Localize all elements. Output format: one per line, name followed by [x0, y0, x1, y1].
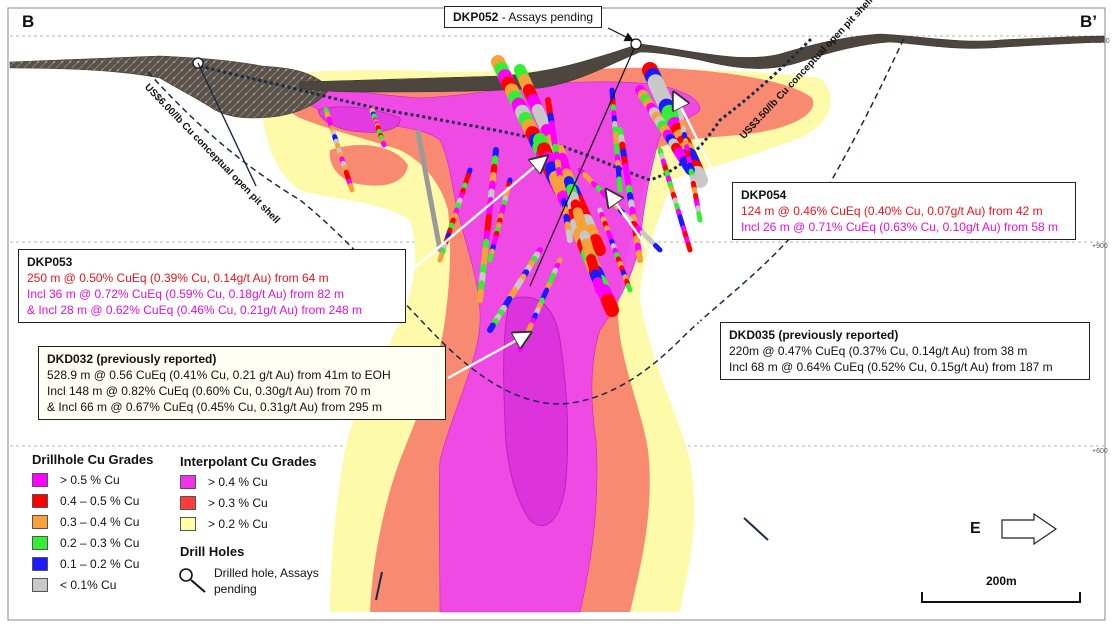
legend-interpolant-item: > 0.3 % Cu	[180, 495, 268, 511]
dkp054-title: DKP054	[741, 188, 787, 202]
legend-swatch	[180, 475, 196, 489]
section-label-left: B	[22, 12, 35, 31]
drillhole-segment	[437, 252, 445, 263]
leader-dkd032	[447, 334, 528, 380]
dkp054-line-1: 124 m @ 0.46% CuEq (0.40% Cu, 0.07g/t Au…	[741, 204, 1043, 218]
drillhole-segment	[592, 277, 605, 295]
drillhole-segment	[601, 293, 619, 317]
dkp053-line-2: Incl 36 m @ 0.72% CuEq (0.59% Cu, 0.18g/…	[27, 287, 344, 301]
drillhole-segment	[653, 243, 663, 253]
legend-label: < 0.1% Cu	[60, 578, 117, 592]
dkp052-collar	[630, 38, 642, 50]
legend-label: 0.2 – 0.3 % Cu	[60, 536, 140, 550]
dkd032-line-1: 528.9 m @ 0.56 CuEq (0.41% Cu, 0.21 g/t …	[47, 368, 391, 382]
legend-label: > 0.3 % Cu	[208, 496, 268, 510]
drillhole-segment	[348, 183, 355, 193]
drillhole-segment	[689, 165, 708, 188]
legend-drillhole-title: Drillhole Cu Grades	[32, 452, 154, 467]
drillhole-segment	[380, 140, 387, 148]
drillhole-segment	[487, 253, 494, 263]
legend-drillhole-item: > 0.5 % Cu	[32, 472, 120, 488]
magnifier-icon	[179, 568, 206, 593]
elevation-label-900: +900	[1092, 243, 1108, 250]
dkp052-trace	[529, 43, 637, 287]
drillhole-segment	[625, 283, 633, 293]
drill-segment-south	[375, 571, 383, 601]
leader-dkd035	[608, 192, 719, 349]
legend-swatch	[32, 515, 48, 529]
dkd035-callout: DKD035 (previously reported) 220m @ 0.47…	[720, 322, 1090, 380]
dkp053-line-1: 250 m @ 0.50% CuEq (0.39% Cu, 0.14g/t Au…	[27, 271, 329, 285]
legend-interpolant-item: > 0.2 % Cu	[180, 516, 268, 532]
legend-drillhole-item: 0.1 – 0.2 % Cu	[32, 556, 139, 572]
legend-swatch	[180, 517, 196, 531]
legend-interpolant-title: Interpolant Cu Grades	[180, 454, 317, 469]
drillhole-segment	[517, 342, 525, 353]
dkd035-line-2: Incl 68 m @ 0.64% CuEq (0.52% Cu, 0.15g/…	[729, 360, 1053, 374]
dkp054-callout: DKP054 124 m @ 0.46% CuEq (0.40% Cu, 0.0…	[732, 182, 1076, 240]
legend-drillhole-item: < 0.1% Cu	[32, 577, 116, 593]
legend-drillhole-item: 0.4 – 0.5 % Cu	[32, 493, 139, 509]
drillhole-segment	[565, 229, 573, 243]
drill-segment-east	[743, 517, 769, 541]
dkd035-title: DKD035 (previously reported)	[729, 328, 899, 342]
leader-dkp053	[387, 158, 545, 291]
dkd032-title: DKD032 (previously reported)	[47, 352, 217, 366]
east-arrow-icon	[1001, 512, 1058, 546]
dkd032-line-2: Incl 148 m @ 0.82% CuEq (0.60% Cu, 0.30g…	[47, 384, 371, 398]
drillhole-segment	[635, 249, 643, 263]
legend-drilled-hole-label: Drilled hole, Assays pending	[214, 566, 319, 596]
drillhole-segment	[696, 211, 703, 223]
legend-swatch	[32, 536, 48, 550]
legend-swatch	[32, 473, 48, 487]
drillhole-segment	[589, 234, 606, 256]
legend-drillhole-item: 0.3 – 0.4 % Cu	[32, 514, 139, 530]
drillhole-traces	[323, 55, 708, 353]
drillhole-segment	[477, 288, 484, 303]
legend-swatch	[32, 578, 48, 592]
legend-label: 0.1 – 0.2 % Cu	[60, 557, 140, 571]
dkd032-callout: DKD032 (previously reported) 528.9 m @ 0…	[38, 346, 446, 420]
pending-trace-west	[197, 62, 257, 187]
dkp052-status: - Assays pending	[498, 10, 594, 24]
dkp053-title: DKP053	[27, 255, 73, 269]
dkp053-callout: DKP053 250 m @ 0.50% CuEq (0.39% Cu, 0.1…	[18, 249, 406, 323]
leader-dkp052	[607, 27, 635, 42]
legend-drillhole-item: 0.2 – 0.3 % Cu	[32, 535, 139, 551]
section-label-right: B’	[1080, 12, 1097, 31]
legend-swatch	[32, 494, 48, 508]
east-arrow-label: E	[970, 520, 981, 537]
legend-label: 0.4 – 0.5 % Cu	[60, 494, 140, 508]
legend-drill-holes-title: Drill Holes	[180, 544, 245, 559]
drillhole-segment	[487, 322, 496, 333]
dkp052-callout: DKP052 - Assays pending	[444, 6, 603, 28]
drillhole-segment	[685, 241, 693, 253]
legend-label: 0.3 – 0.4 % Cu	[60, 515, 140, 529]
dkp053-line-3: & Incl 28 m @ 0.62% CuEq (0.46% Cu, 0.21…	[27, 303, 363, 317]
dkp052-title: DKP052	[453, 10, 499, 24]
dkd035-line-1: 220m @ 0.47% CuEq (0.37% Cu, 0.14g/t Au)…	[729, 344, 1028, 358]
leader-dkp054	[675, 95, 732, 206]
elevation-label-600: +600	[1092, 448, 1108, 455]
legend-label: > 0.2 % Cu	[208, 517, 268, 531]
elevation-label-1200: +1200	[1090, 38, 1110, 45]
pit-shell-inner	[199, 36, 814, 182]
legend-interpolant-item: > 0.4 % Cu	[180, 474, 268, 490]
legend-swatch	[32, 557, 48, 571]
legend-label: > 0.5 % Cu	[60, 473, 120, 487]
legend-label: > 0.4 % Cu	[208, 475, 268, 489]
topography-surface	[9, 55, 331, 119]
dkd032-line-3: & Incl 66 m @ 0.67% CuEq (0.45% Cu, 0.31…	[47, 400, 383, 414]
drillhole-low-grade	[415, 129, 443, 253]
scale-bar-label: 200m	[986, 574, 1017, 588]
legend-swatch	[180, 496, 196, 510]
dkp054-line-2: Incl 26 m @ 0.71% CuEq (0.63% Cu, 0.10g/…	[741, 220, 1058, 234]
scale-bar	[921, 592, 1081, 603]
interpolant-magenta-core	[503, 296, 568, 526]
